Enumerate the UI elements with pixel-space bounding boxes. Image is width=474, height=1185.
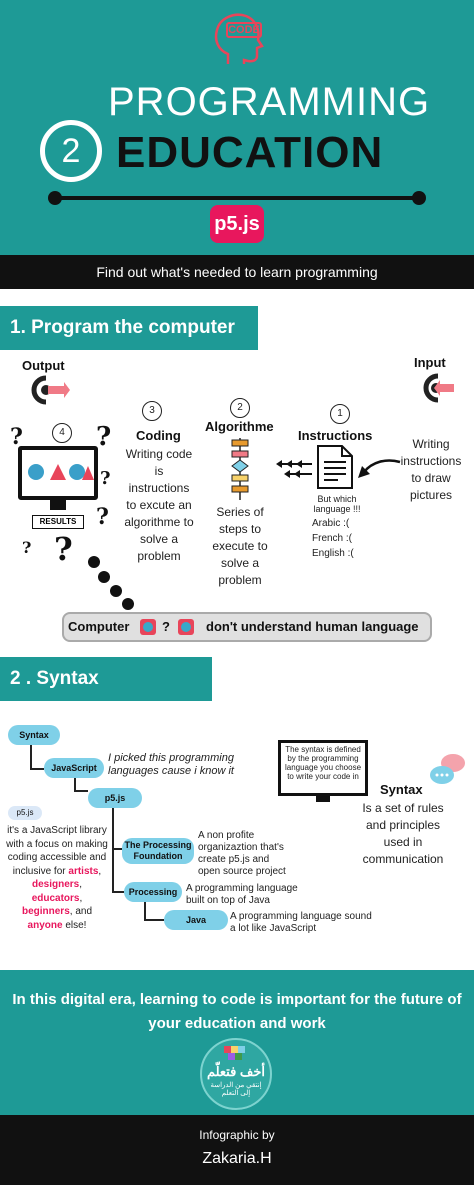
section2-heading: 2 . Syntax bbox=[0, 657, 212, 701]
brain-icon bbox=[178, 619, 194, 635]
tree-line bbox=[30, 768, 44, 770]
trail-dot bbox=[110, 585, 122, 597]
tree-line bbox=[112, 808, 114, 892]
p5-desc-prefix: it's a JavaScript library with a focus o… bbox=[6, 825, 108, 877]
picked-note: I picked this programming languages caus… bbox=[108, 752, 234, 777]
p5-desc-educators: educators bbox=[31, 892, 80, 904]
tree-line bbox=[74, 778, 76, 790]
computer-message: don't understand human language bbox=[206, 619, 419, 634]
divider-line bbox=[55, 196, 417, 200]
language-french: French :( bbox=[312, 533, 353, 544]
monitor-text: The syntax is defined by the programming… bbox=[284, 745, 362, 781]
results-label: RESULTS bbox=[32, 515, 84, 529]
trail-dot bbox=[122, 598, 134, 610]
syntax-monitor-stand bbox=[316, 796, 330, 802]
footer-message-band bbox=[0, 970, 474, 1032]
subtitle-bar: Find out what's needed to learn programm… bbox=[0, 255, 474, 289]
node-p5js: p5.js bbox=[88, 788, 142, 808]
p5-desc-suffix: else! bbox=[65, 919, 87, 931]
input-label: Input bbox=[414, 355, 446, 370]
java-desc: A programming language sound a lot like … bbox=[230, 911, 372, 934]
p5js-badge: p5.js bbox=[210, 205, 264, 243]
title-programming: PROGRAMMING bbox=[108, 80, 431, 124]
p5-desc-and: , and bbox=[69, 906, 93, 917]
head-silhouette-icon bbox=[214, 13, 264, 64]
node-java: Java bbox=[164, 910, 228, 930]
document-icon bbox=[317, 445, 353, 489]
chat-bubbles-icon bbox=[430, 754, 465, 784]
step-3-circle: 3 bbox=[142, 401, 162, 421]
computer-label: Computer bbox=[68, 619, 130, 634]
title-education: EDUCATION bbox=[116, 128, 384, 177]
node-processing: Processing bbox=[124, 882, 182, 902]
trail-dot bbox=[88, 556, 100, 568]
question-mark-icon: ? bbox=[100, 468, 111, 489]
footer-logo-title: أخف فتعلّم bbox=[206, 1064, 266, 1079]
footer-message: In this digital era, learning to code is… bbox=[12, 991, 462, 1032]
tree-line bbox=[30, 743, 32, 769]
p5-desc-designers: designers bbox=[31, 879, 80, 890]
question-mark-icon: ? bbox=[96, 422, 112, 452]
algorithme-text: Series of steps to execute to solve a pr… bbox=[212, 505, 268, 587]
input-text: Writing instructions to draw pictures bbox=[400, 437, 462, 502]
processing-desc: A programming language built on top of J… bbox=[186, 883, 298, 906]
arrows-left-icon bbox=[276, 460, 312, 478]
footer-logo: أخف فتعلّم إنتقي من الدراسة إلى التعلم bbox=[200, 1038, 272, 1110]
question-mark-icon: ? bbox=[54, 530, 73, 568]
algorithme-title: Algorithme bbox=[205, 419, 274, 434]
p5js-mini-badge: p5.js bbox=[8, 806, 42, 820]
tree-line bbox=[112, 891, 124, 893]
which-language-text: But which language !!! bbox=[313, 494, 361, 514]
foundation-desc: A non profite organizaztion that's creat… bbox=[198, 830, 286, 877]
p5-desc-beginners: beginners bbox=[21, 906, 70, 917]
coding-title: Coding bbox=[136, 428, 181, 443]
p5-desc-anyone: anyone bbox=[27, 919, 63, 931]
brain-icon bbox=[140, 619, 156, 635]
language-arabic: Arabic :( bbox=[312, 518, 350, 529]
node-processing-foundation: The Processing Foundation bbox=[122, 838, 194, 864]
question-mark-icon: ? bbox=[22, 538, 32, 557]
instructions-title: Instructions bbox=[298, 428, 373, 443]
tree-line bbox=[74, 790, 88, 792]
footer-logo-subtitle: إنتقي من الدراسة إلى التعلم bbox=[210, 1082, 262, 1097]
output-arrow-icon bbox=[31, 375, 70, 405]
step-2-circle: 2 bbox=[230, 398, 250, 418]
divider-dot-left bbox=[48, 191, 62, 205]
monitor-icon bbox=[18, 446, 98, 500]
p5-desc-artists: artists bbox=[68, 865, 99, 877]
trail-dot bbox=[98, 571, 110, 583]
section1-heading: 1. Program the computer bbox=[0, 306, 258, 350]
syntax-definition: Is a set of rules and principles used in… bbox=[362, 801, 444, 866]
number-circle: 2 bbox=[40, 120, 102, 182]
syntax-monitor: The syntax is defined by the programming… bbox=[278, 740, 368, 796]
step-1-circle: 1 bbox=[330, 404, 350, 424]
curved-arrow-icon bbox=[358, 459, 401, 478]
question-mark-icon: ? bbox=[10, 424, 23, 450]
puzzle-icon bbox=[224, 1046, 246, 1060]
author-name: Zakaria.H bbox=[202, 1150, 272, 1167]
tree-line bbox=[144, 919, 164, 921]
step-4-circle: 4 bbox=[52, 423, 72, 443]
language-english: English :( bbox=[312, 548, 354, 559]
syntax-title: Syntax bbox=[380, 782, 423, 797]
flowchart-icon bbox=[231, 438, 249, 500]
credit-label: Infographic by bbox=[199, 1128, 275, 1142]
divider-dot-right bbox=[412, 191, 426, 205]
output-label: Output bbox=[22, 358, 65, 373]
coding-text: Writing code is instructions to excute a… bbox=[124, 447, 194, 563]
p5js-description: it's a JavaScript library with a focus o… bbox=[6, 825, 108, 931]
tree-line bbox=[112, 848, 122, 850]
node-syntax: Syntax bbox=[8, 725, 60, 745]
node-javascript: JavaScript bbox=[44, 758, 104, 778]
question-mark-icon: ? bbox=[96, 504, 109, 530]
computer-message-bar bbox=[62, 612, 432, 642]
input-arrow-icon bbox=[423, 373, 454, 403]
tree-line bbox=[144, 902, 146, 920]
code-logo: CODE bbox=[226, 22, 262, 38]
footer-credit-band bbox=[0, 1115, 474, 1185]
monitor-stand bbox=[50, 500, 66, 510]
computer-question: ? bbox=[162, 619, 170, 634]
